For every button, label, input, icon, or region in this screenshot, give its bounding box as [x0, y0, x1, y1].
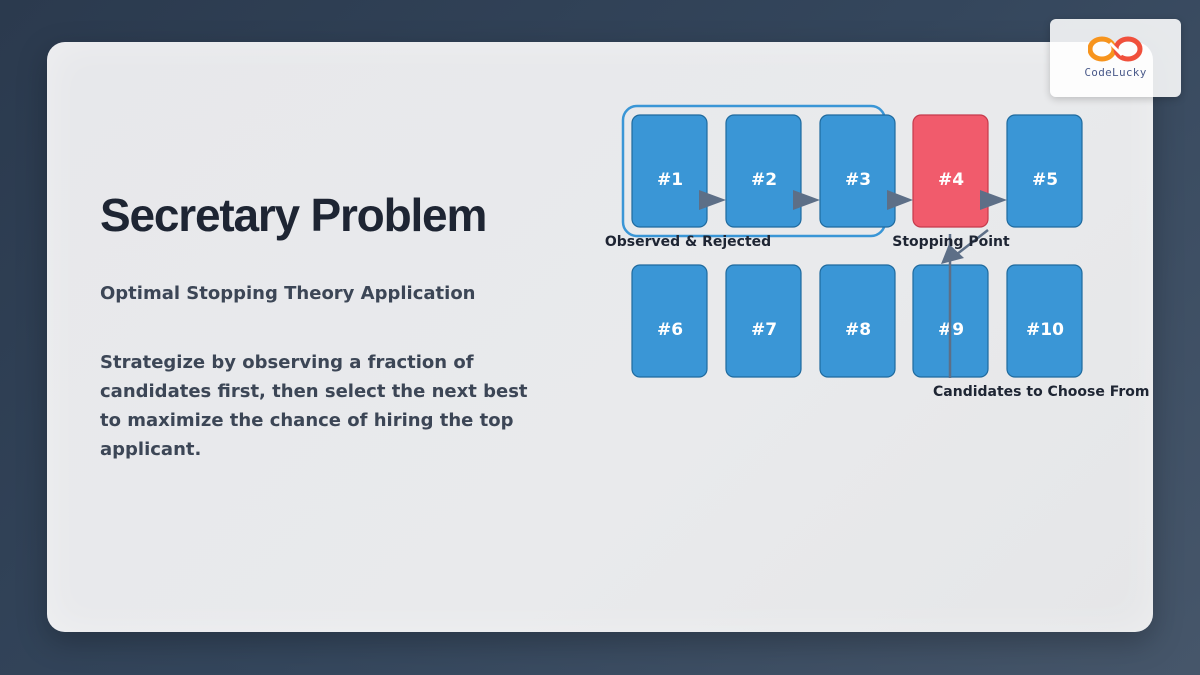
stopping-point-card: #4: [912, 114, 989, 228]
infinity-logo-icon: [1088, 36, 1143, 62]
observed-label: Observed & Rejected: [605, 234, 771, 250]
slide-description: Strategize by observing a fraction of ca…: [100, 352, 528, 460]
stopping-label: Stopping Point: [892, 234, 1010, 250]
arrow-right-icon: [887, 190, 913, 210]
candidate-card: #3: [819, 114, 896, 228]
candidate-label: #8: [845, 320, 871, 340]
slide-subtitle: Optimal Stopping Theory Application: [100, 283, 476, 304]
candidate-label: #5: [1032, 170, 1058, 190]
arrow-right-icon: [699, 190, 726, 210]
brand-logo: CodeLucky: [1050, 19, 1181, 97]
candidate-card: #10: [1006, 264, 1083, 378]
slide-title: Secretary Problem: [100, 189, 487, 241]
candidate-label: #6: [657, 320, 683, 340]
candidate-card: #6: [631, 264, 708, 378]
arrow-right-icon: [793, 190, 820, 210]
arrow-down-icon: [941, 244, 964, 264]
candidate-card: #7: [725, 264, 802, 378]
candidate-label: #2: [751, 170, 777, 190]
candidate-label: #1: [657, 170, 683, 190]
candidate-label: #10: [1026, 320, 1064, 340]
candidate-label: #7: [751, 320, 777, 340]
choose-label: Candidates to Choose From: [933, 384, 1150, 400]
candidate-card: #1: [631, 114, 708, 228]
candidate-card: #8: [819, 264, 896, 378]
brand-name: CodeLucky: [1084, 66, 1147, 79]
candidate-label: #3: [845, 170, 871, 190]
candidate-label: #4: [938, 170, 964, 190]
candidate-card: #2: [725, 114, 802, 228]
arrow-right-icon: [980, 190, 1007, 210]
candidate-card: #5: [1006, 114, 1083, 228]
